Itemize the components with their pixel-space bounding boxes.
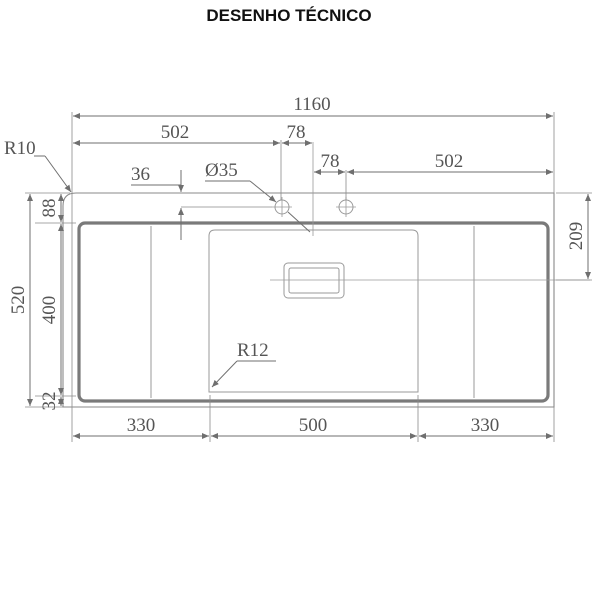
dim-78-top-label: 78 [287, 122, 306, 143]
drawing-title: DESENHO TÉCNICO [206, 6, 371, 25]
dim-502-right-label: 502 [435, 151, 464, 172]
dim-78-second-label: 78 [321, 151, 340, 172]
dim-500-label: 500 [299, 415, 328, 436]
center-bowl [208, 229, 419, 393]
dim-1160-label: 1160 [293, 94, 330, 115]
dim-209-label: 209 [566, 222, 587, 251]
sink-outline [62, 192, 555, 408]
dim-400-label: 400 [39, 296, 60, 325]
tap-hole-left [272, 197, 292, 217]
dim-88-label: 88 [39, 199, 60, 218]
drain-inner [288, 267, 340, 294]
dim-r10-label: R10 [4, 138, 36, 159]
dim-r12-arrow [211, 360, 238, 388]
dim-diameter-label: Ø35 [205, 160, 238, 181]
dim-r12-label: R12 [237, 340, 269, 361]
extension-lines [25, 112, 592, 442]
dim-36-label: 36 [131, 164, 150, 185]
dim-330-right-label: 330 [471, 415, 500, 436]
dim-330-left-label: 330 [127, 415, 156, 436]
dim-r10-arrow [44, 155, 72, 193]
dim-diameter-arrow [249, 180, 277, 203]
dim-520-label: 520 [8, 286, 29, 315]
dim-diameter-tail [287, 211, 311, 233]
dim-502-left-label: 502 [161, 122, 190, 143]
dim-32-label: 32 [39, 392, 60, 411]
basin-outline [77, 221, 550, 403]
drain-outer [283, 262, 345, 299]
